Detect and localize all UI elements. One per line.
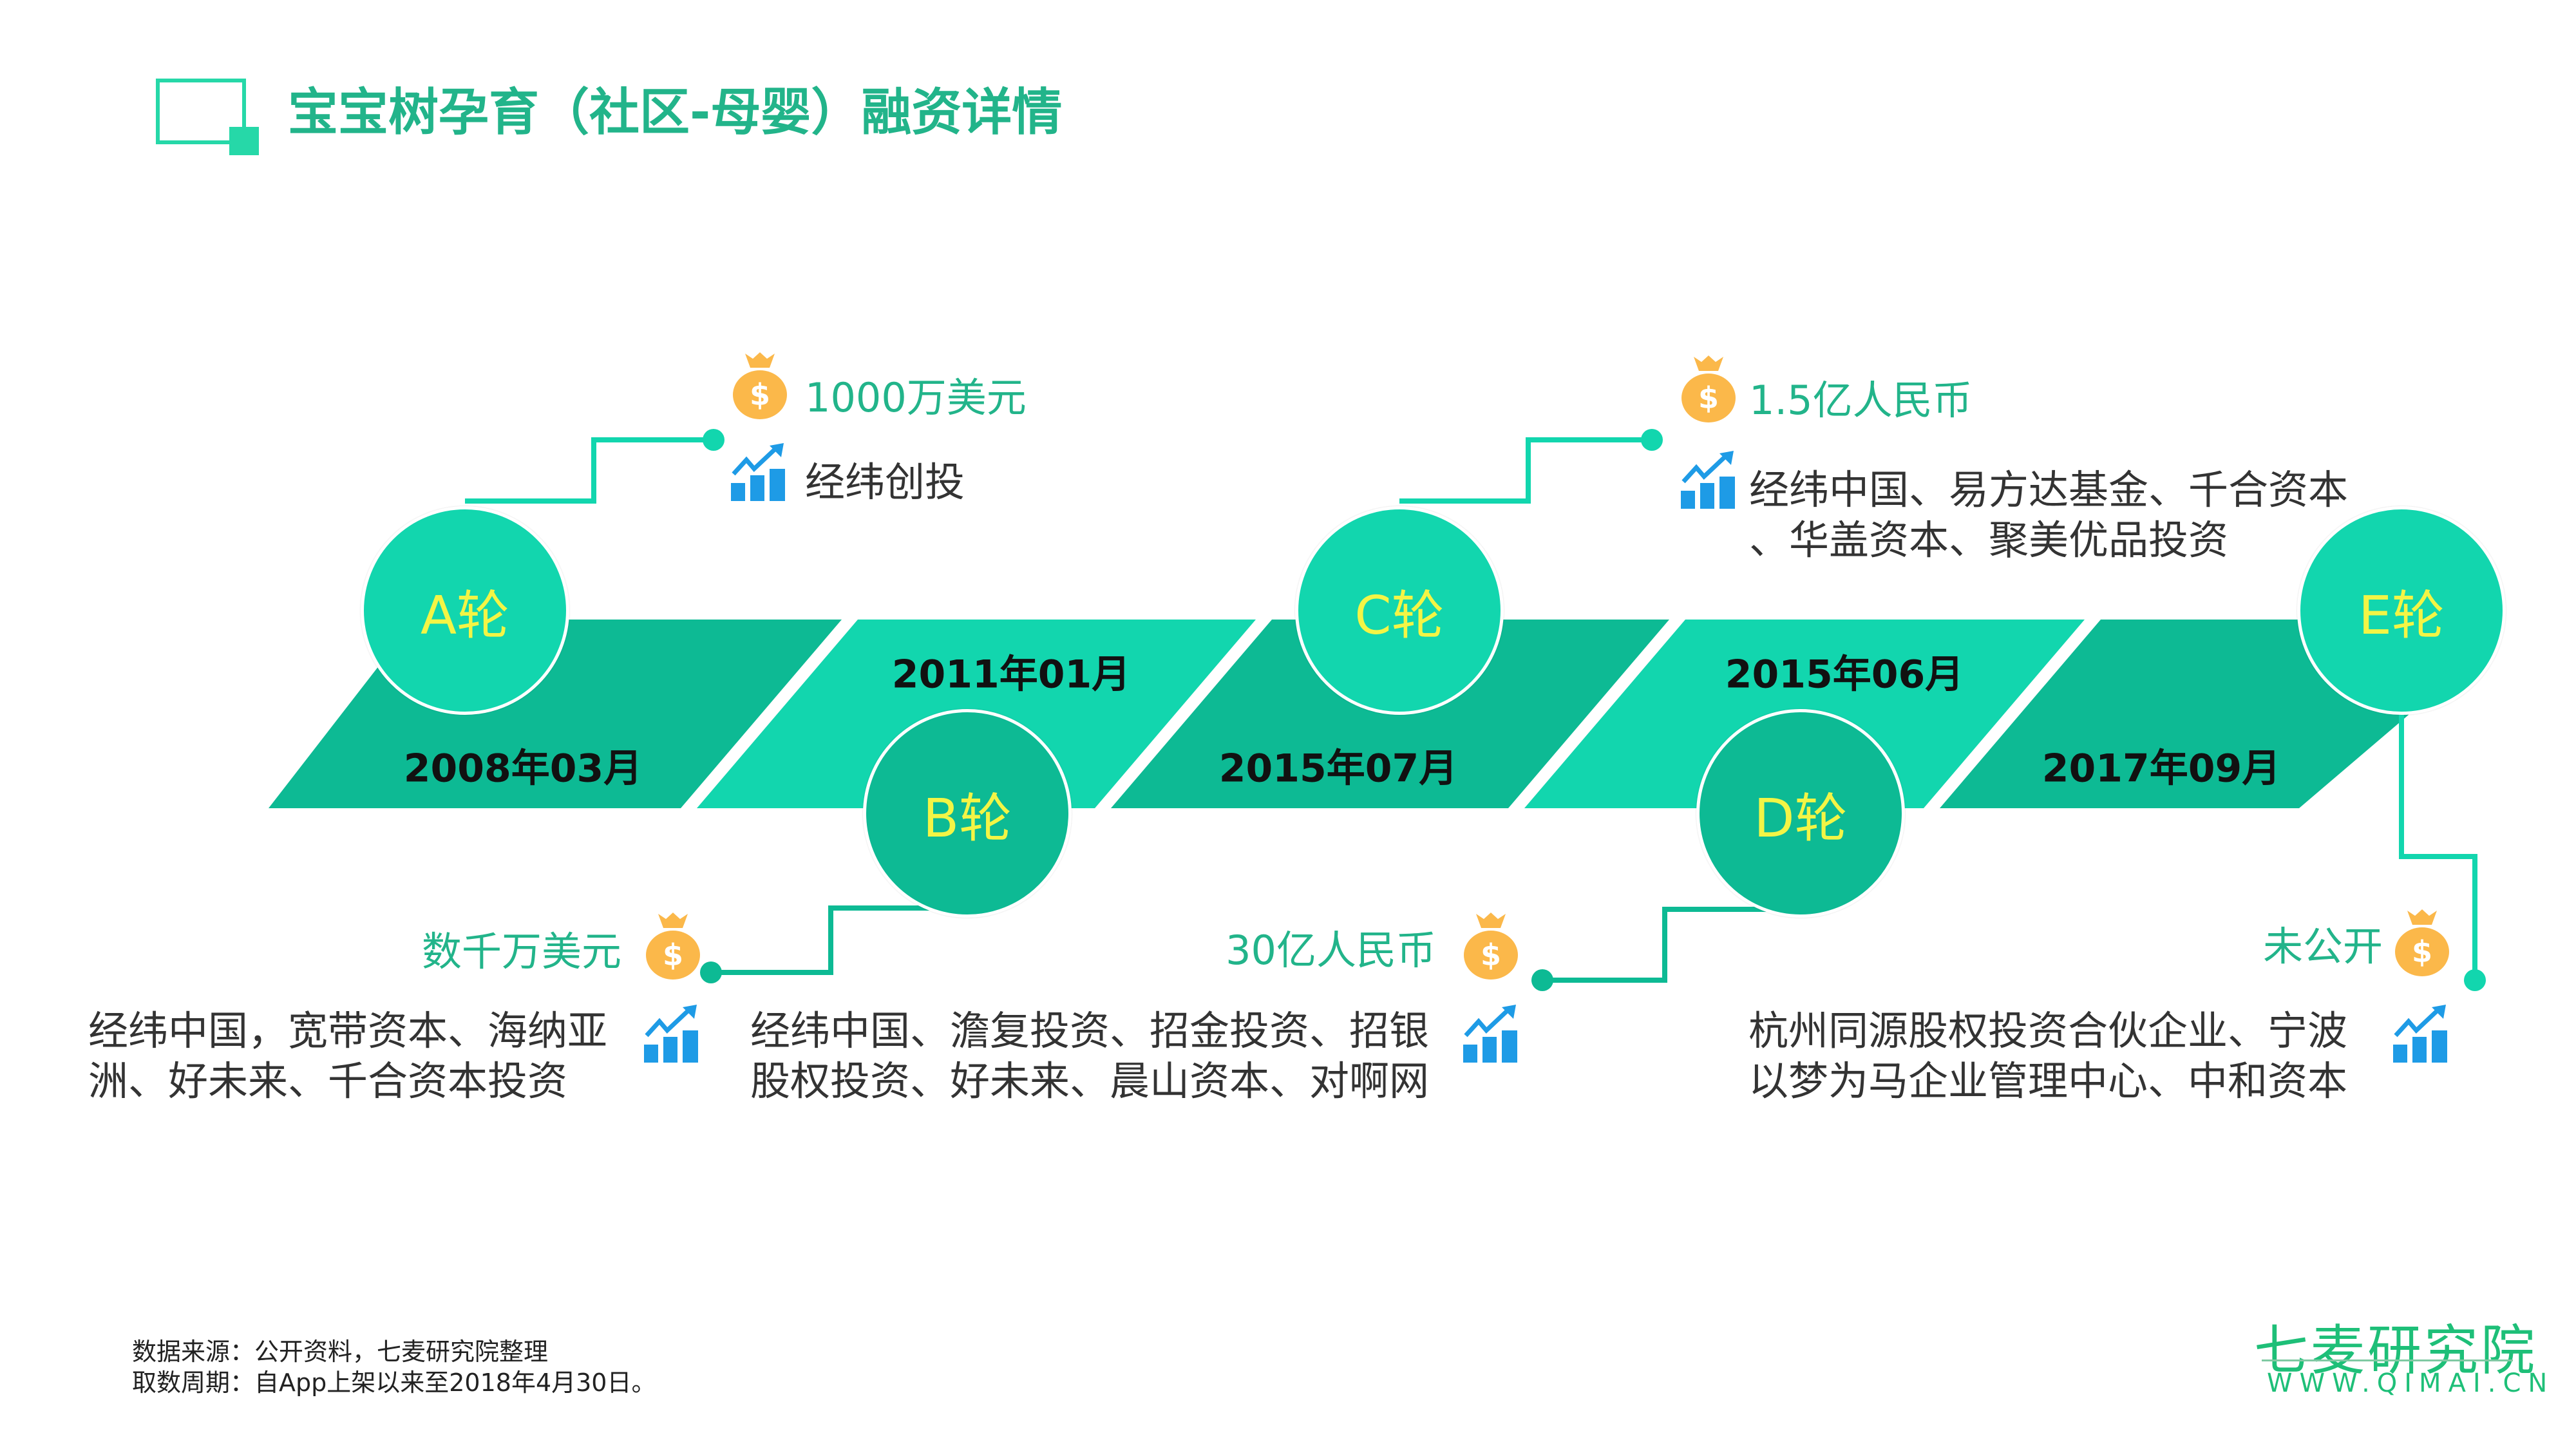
round-label-b: B轮 bbox=[922, 788, 1012, 849]
investor-line: 、华盖资本、聚美优品投资 bbox=[1749, 516, 2229, 564]
data-period-note: 取数周期：自App上架以来至2018年4月30日。 bbox=[132, 1368, 656, 1397]
logo-divider bbox=[2262, 1359, 2513, 1361]
investor-line: 经纬中国、澹复投资、招金投资、招银 bbox=[750, 1007, 1430, 1054]
amount-round-b: 数千万美元 bbox=[421, 928, 621, 975]
connector-e bbox=[2399, 712, 2477, 980]
connector-d bbox=[1542, 907, 1801, 983]
footer-notes: 数据来源：公开资料，七麦研究院整理 取数周期：自App上架以来至2018年4月3… bbox=[132, 1336, 656, 1398]
connector-dot-a bbox=[703, 429, 724, 451]
growth-chart-icon bbox=[1681, 451, 1735, 509]
title-decoration-square bbox=[229, 127, 259, 155]
connector-b bbox=[711, 905, 967, 975]
date-round-a: 2008年03月 bbox=[403, 746, 643, 791]
money-bag-icon: $ bbox=[2395, 909, 2449, 976]
growth-chart-icon bbox=[731, 443, 785, 501]
connector-c bbox=[1399, 437, 1652, 504]
logo-url: WWW.QIMAI.CN bbox=[2267, 1368, 2555, 1398]
connector-dot-d bbox=[1531, 969, 1553, 991]
round-label-a: A轮 bbox=[420, 585, 510, 647]
date-round-c: 2015年07月 bbox=[1218, 746, 1458, 791]
connector-dot-b bbox=[700, 961, 722, 983]
amount-round-a: 1000万美元 bbox=[805, 374, 1027, 421]
investors-round-a: 经纬创投 bbox=[805, 457, 965, 507]
logo-name: 七麦研究院 bbox=[2254, 1319, 2538, 1382]
amount-round-d: 30亿人民币 bbox=[1226, 927, 1436, 974]
date-round-d: 2015年06月 bbox=[1725, 652, 1964, 697]
connector-a bbox=[465, 437, 714, 504]
date-round-b: 2011年01月 bbox=[891, 652, 1131, 697]
money-bag-icon: $ bbox=[1681, 355, 1736, 422]
growth-chart-icon bbox=[2393, 1005, 2447, 1063]
round-badge-e: E轮 bbox=[2297, 506, 2506, 715]
investor-line: 洲、好未来、千合资本投资 bbox=[88, 1057, 568, 1104]
investor-line: 股权投资、好未来、晨山资本、对啊网 bbox=[750, 1057, 1430, 1104]
svg-text:$: $ bbox=[750, 377, 770, 412]
date-round-e: 2017年09月 bbox=[2041, 746, 2281, 791]
round-label-d: D轮 bbox=[1754, 788, 1848, 849]
data-source-note: 数据来源：公开资料，七麦研究院整理 bbox=[132, 1338, 549, 1366]
round-badge-d: D轮 bbox=[1696, 709, 1905, 918]
svg-text:$: $ bbox=[663, 938, 683, 972]
round-badge-a: A轮 bbox=[361, 506, 569, 715]
investors-round-b: 经纬中国，宽带资本、海纳亚 洲、好未来、千合资本投资 bbox=[88, 1006, 607, 1106]
investor-line: 经纬创投 bbox=[805, 459, 965, 506]
growth-chart-icon bbox=[644, 1005, 698, 1063]
round-label-c: C轮 bbox=[1354, 585, 1444, 647]
money-bag-icon: $ bbox=[1464, 913, 1518, 980]
round-badge-b: B轮 bbox=[863, 709, 1072, 918]
title-decoration-box bbox=[156, 79, 246, 144]
money-bag-icon: $ bbox=[733, 352, 787, 419]
svg-text:$: $ bbox=[1481, 938, 1501, 972]
connector-dot-c bbox=[1641, 429, 1663, 451]
round-badge-c: C轮 bbox=[1295, 506, 1504, 715]
band-segment-e bbox=[1940, 620, 2409, 808]
investors-round-d: 经纬中国、澹复投资、招金投资、招银 股权投资、好未来、晨山资本、对啊网 bbox=[750, 1006, 1429, 1106]
investors-round-e: 杭州同源股权投资合伙企业、宁波 以梦为马企业管理中心、中和资本 bbox=[1748, 1006, 2347, 1106]
investor-line: 经纬中国、易方达基金、千合资本 bbox=[1749, 466, 2349, 513]
svg-text:$: $ bbox=[2412, 934, 2432, 969]
amount-round-e: 未公开 bbox=[2262, 923, 2383, 970]
connector-dot-e bbox=[2464, 969, 2486, 991]
round-label-e: E轮 bbox=[2358, 585, 2445, 647]
amount-round-c: 1.5亿人民币 bbox=[1749, 377, 1973, 424]
money-bag-icon: $ bbox=[646, 913, 700, 980]
investor-line: 经纬中国，宽带资本、海纳亚 bbox=[88, 1007, 608, 1054]
page-title: 宝宝树孕育（社区-母婴）融资详情 bbox=[288, 84, 1063, 142]
investor-line: 杭州同源股权投资合伙企业、宁波 bbox=[1748, 1007, 2348, 1054]
svg-text:$: $ bbox=[1698, 381, 1719, 415]
investors-round-c: 经纬中国、易方达基金、千合资本 、华盖资本、聚美优品投资 bbox=[1749, 465, 2348, 565]
growth-chart-icon bbox=[1463, 1005, 1517, 1063]
investor-line: 以梦为马企业管理中心、中和资本 bbox=[1748, 1057, 2348, 1104]
